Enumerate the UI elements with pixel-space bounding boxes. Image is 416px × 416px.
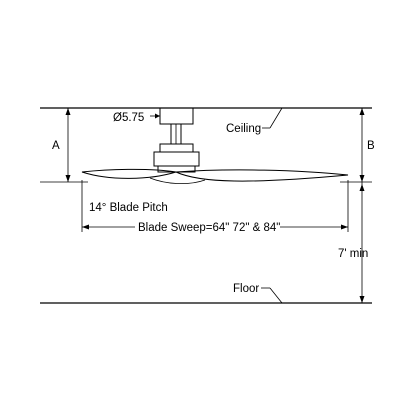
min-height-arrow-bottom — [359, 296, 365, 303]
blade-sweep-label: Blade Sweep=64" 72" & 84" — [138, 222, 280, 234]
dim-b-arrow-top — [359, 108, 365, 115]
dim-a-arrow-top — [65, 108, 71, 115]
sweep-arrow-left — [82, 224, 89, 230]
diameter-arrow — [155, 113, 160, 119]
blade-pitch-label: 14° Blade Pitch — [89, 202, 168, 214]
min-height-arrow-top — [359, 184, 365, 191]
dim-a-arrow-bottom — [65, 175, 71, 182]
dim-b-arrow-bottom — [359, 175, 365, 182]
blade-right — [175, 169, 349, 182]
ceiling-label: Ceiling — [226, 123, 261, 135]
dim-a-label: A — [52, 140, 60, 152]
blade-left — [81, 168, 177, 179]
diameter-label: Ø5.75 — [113, 112, 144, 124]
floor-leader — [269, 287, 283, 304]
motor-top — [159, 143, 194, 153]
sweep-arrow-right — [341, 224, 348, 230]
floor-label: Floor — [233, 283, 259, 295]
dim-b-label: B — [367, 140, 375, 152]
ceiling-leader — [269, 107, 283, 129]
motor-housing — [153, 151, 200, 167]
blade-hub — [149, 177, 206, 184]
min-height-label: 7' min — [338, 248, 368, 260]
canopy — [159, 107, 194, 125]
